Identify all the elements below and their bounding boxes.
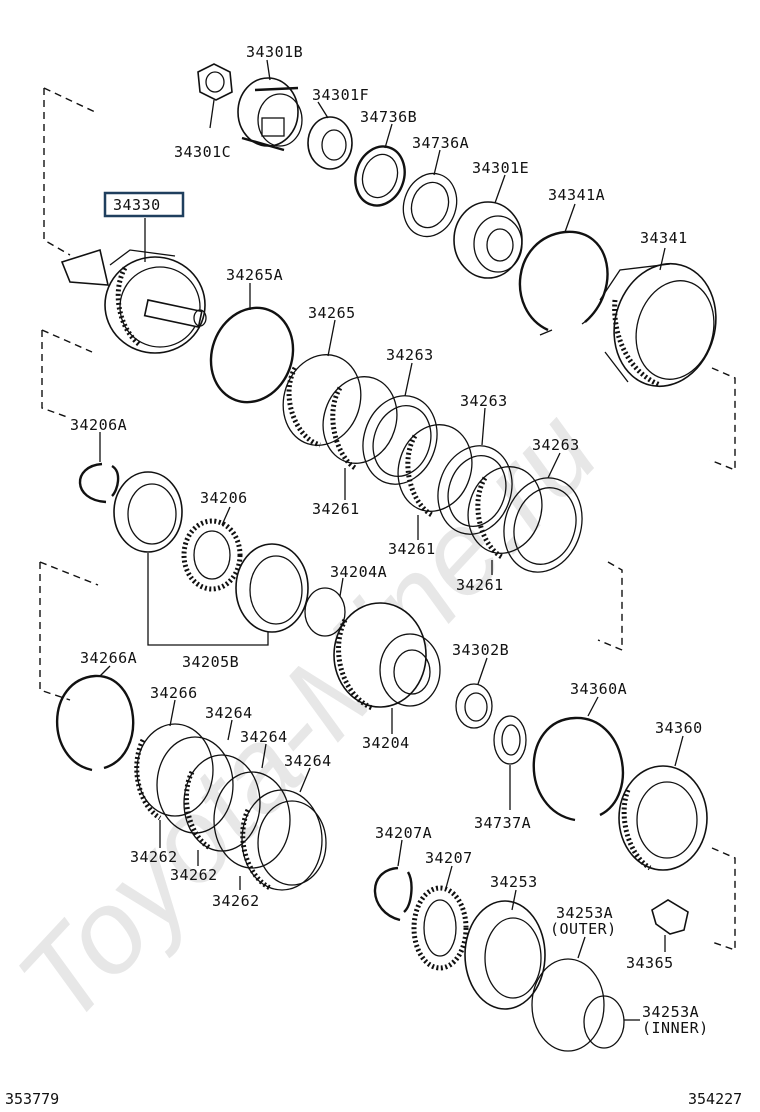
piston-34253 bbox=[464, 900, 546, 1010]
label-34330[interactable]: 34330 bbox=[113, 196, 161, 214]
label-34206a[interactable]: 34206A bbox=[70, 416, 127, 434]
bracket-34205b bbox=[147, 553, 269, 646]
gear-34204 bbox=[333, 602, 441, 711]
bearing-race-34301f bbox=[307, 116, 353, 170]
clutch-stack-34266 bbox=[134, 723, 327, 891]
clutch-plates-pair-3 bbox=[467, 466, 583, 573]
clutch-plates-pair-1 bbox=[322, 376, 438, 485]
clip-34365 bbox=[651, 899, 689, 935]
snap-ring-34341a bbox=[518, 230, 609, 336]
snap-ring-34206a bbox=[78, 462, 120, 504]
washer-34737a bbox=[493, 715, 527, 765]
bearing-34301b bbox=[237, 77, 303, 152]
flange-34265 bbox=[282, 354, 362, 448]
guide-dash bbox=[39, 561, 99, 586]
guide-dash-top-left bbox=[43, 88, 71, 256]
guide-dash-top-right bbox=[709, 367, 736, 472]
label-34360[interactable]: 34360 bbox=[655, 719, 703, 737]
label-34253a-inner-note: (INNER) bbox=[642, 1019, 709, 1037]
label-34360a[interactable]: 34360A bbox=[570, 680, 627, 698]
o-ring-34204a bbox=[304, 587, 346, 637]
label-34253a-inner[interactable]: 34253A bbox=[642, 1003, 699, 1021]
brake-hub-34341 bbox=[599, 262, 717, 388]
label-34264-2[interactable]: 34264 bbox=[240, 728, 288, 746]
label-34262-2[interactable]: 34262 bbox=[170, 866, 218, 884]
carrier-assembly-34330[interactable] bbox=[60, 248, 207, 354]
highlight-box-34330[interactable] bbox=[103, 191, 185, 218]
label-34365[interactable]: 34365 bbox=[626, 954, 674, 972]
label-34261-3[interactable]: 34261 bbox=[456, 576, 504, 594]
guide-dash-mid-right bbox=[607, 561, 623, 650]
label-34253a-outer[interactable]: 34253A bbox=[556, 904, 613, 922]
label-34261-1[interactable]: 34261 bbox=[312, 500, 360, 518]
label-34262-3[interactable]: 34262 bbox=[212, 892, 260, 910]
label-34302b[interactable]: 34302B bbox=[452, 641, 509, 659]
footer-left-ref: 353779 bbox=[5, 1090, 59, 1108]
guide-dash bbox=[41, 329, 93, 353]
nut-34301c bbox=[197, 63, 233, 101]
label-34205b[interactable]: 34205B bbox=[182, 653, 239, 671]
label-34263-2[interactable]: 34263 bbox=[460, 392, 508, 410]
label-34261-2[interactable]: 34261 bbox=[388, 540, 436, 558]
label-34253[interactable]: 34253 bbox=[490, 873, 538, 891]
bearing-34205b-inner bbox=[235, 543, 309, 633]
guide-dash-lower-left bbox=[39, 562, 71, 701]
label-34265a[interactable]: 34265A bbox=[226, 266, 283, 284]
footer-right-ref: 354227 bbox=[688, 1090, 742, 1108]
label-34253a-outer-note: (OUTER) bbox=[550, 920, 617, 938]
label-34301e[interactable]: 34301E bbox=[472, 159, 529, 177]
guide-dash-lower-right bbox=[711, 847, 736, 951]
thrust-bearing-34207 bbox=[411, 885, 469, 971]
label-34207a[interactable]: 34207A bbox=[375, 824, 432, 842]
washer-34736a bbox=[402, 172, 458, 238]
guide-dash bbox=[597, 639, 623, 651]
label-34737a[interactable]: 34737A bbox=[474, 814, 531, 832]
o-ring-34253a-inner bbox=[583, 995, 625, 1049]
label-34206[interactable]: 34206 bbox=[200, 489, 248, 507]
guide-dash bbox=[43, 87, 96, 113]
label-34301b[interactable]: 34301B bbox=[246, 43, 303, 61]
label-34262-1[interactable]: 34262 bbox=[130, 848, 178, 866]
label-34207[interactable]: 34207 bbox=[425, 849, 473, 867]
label-34263-3[interactable]: 34263 bbox=[532, 436, 580, 454]
label-34266[interactable]: 34266 bbox=[150, 684, 198, 702]
snap-ring-34266a bbox=[55, 674, 135, 772]
label-34736a[interactable]: 34736A bbox=[412, 134, 469, 152]
washer-34736b bbox=[354, 145, 406, 207]
bearing-34205b-outer bbox=[113, 471, 183, 553]
label-34301f[interactable]: 34301F bbox=[312, 86, 369, 104]
roller-bearing-34206 bbox=[181, 518, 243, 592]
label-34204a[interactable]: 34204A bbox=[330, 563, 387, 581]
label-34265[interactable]: 34265 bbox=[308, 304, 356, 322]
label-34341[interactable]: 34341 bbox=[640, 229, 688, 247]
bearing-34301e bbox=[453, 201, 523, 279]
clutch-plates-pair-2 bbox=[397, 424, 513, 535]
snap-ring-34360a bbox=[532, 716, 624, 822]
label-34301c[interactable]: 34301C bbox=[174, 143, 231, 161]
clutch-drum-34360 bbox=[618, 765, 708, 871]
label-34266a[interactable]: 34266A bbox=[80, 649, 137, 667]
label-34736b[interactable]: 34736B bbox=[360, 108, 417, 126]
label-34264-1[interactable]: 34264 bbox=[205, 704, 253, 722]
guide-dash-mid-left bbox=[41, 330, 71, 419]
label-34264-3[interactable]: 34264 bbox=[284, 752, 332, 770]
label-34204[interactable]: 34204 bbox=[362, 734, 410, 752]
leader-lines bbox=[99, 59, 684, 1021]
snap-ring-34265a bbox=[209, 306, 295, 404]
label-34263-1[interactable]: 34263 bbox=[386, 346, 434, 364]
label-34341a[interactable]: 34341A bbox=[548, 186, 605, 204]
bearing-34302b bbox=[455, 683, 493, 729]
snap-ring-34207a bbox=[373, 866, 413, 922]
o-ring-34253a-outer bbox=[531, 958, 605, 1052]
